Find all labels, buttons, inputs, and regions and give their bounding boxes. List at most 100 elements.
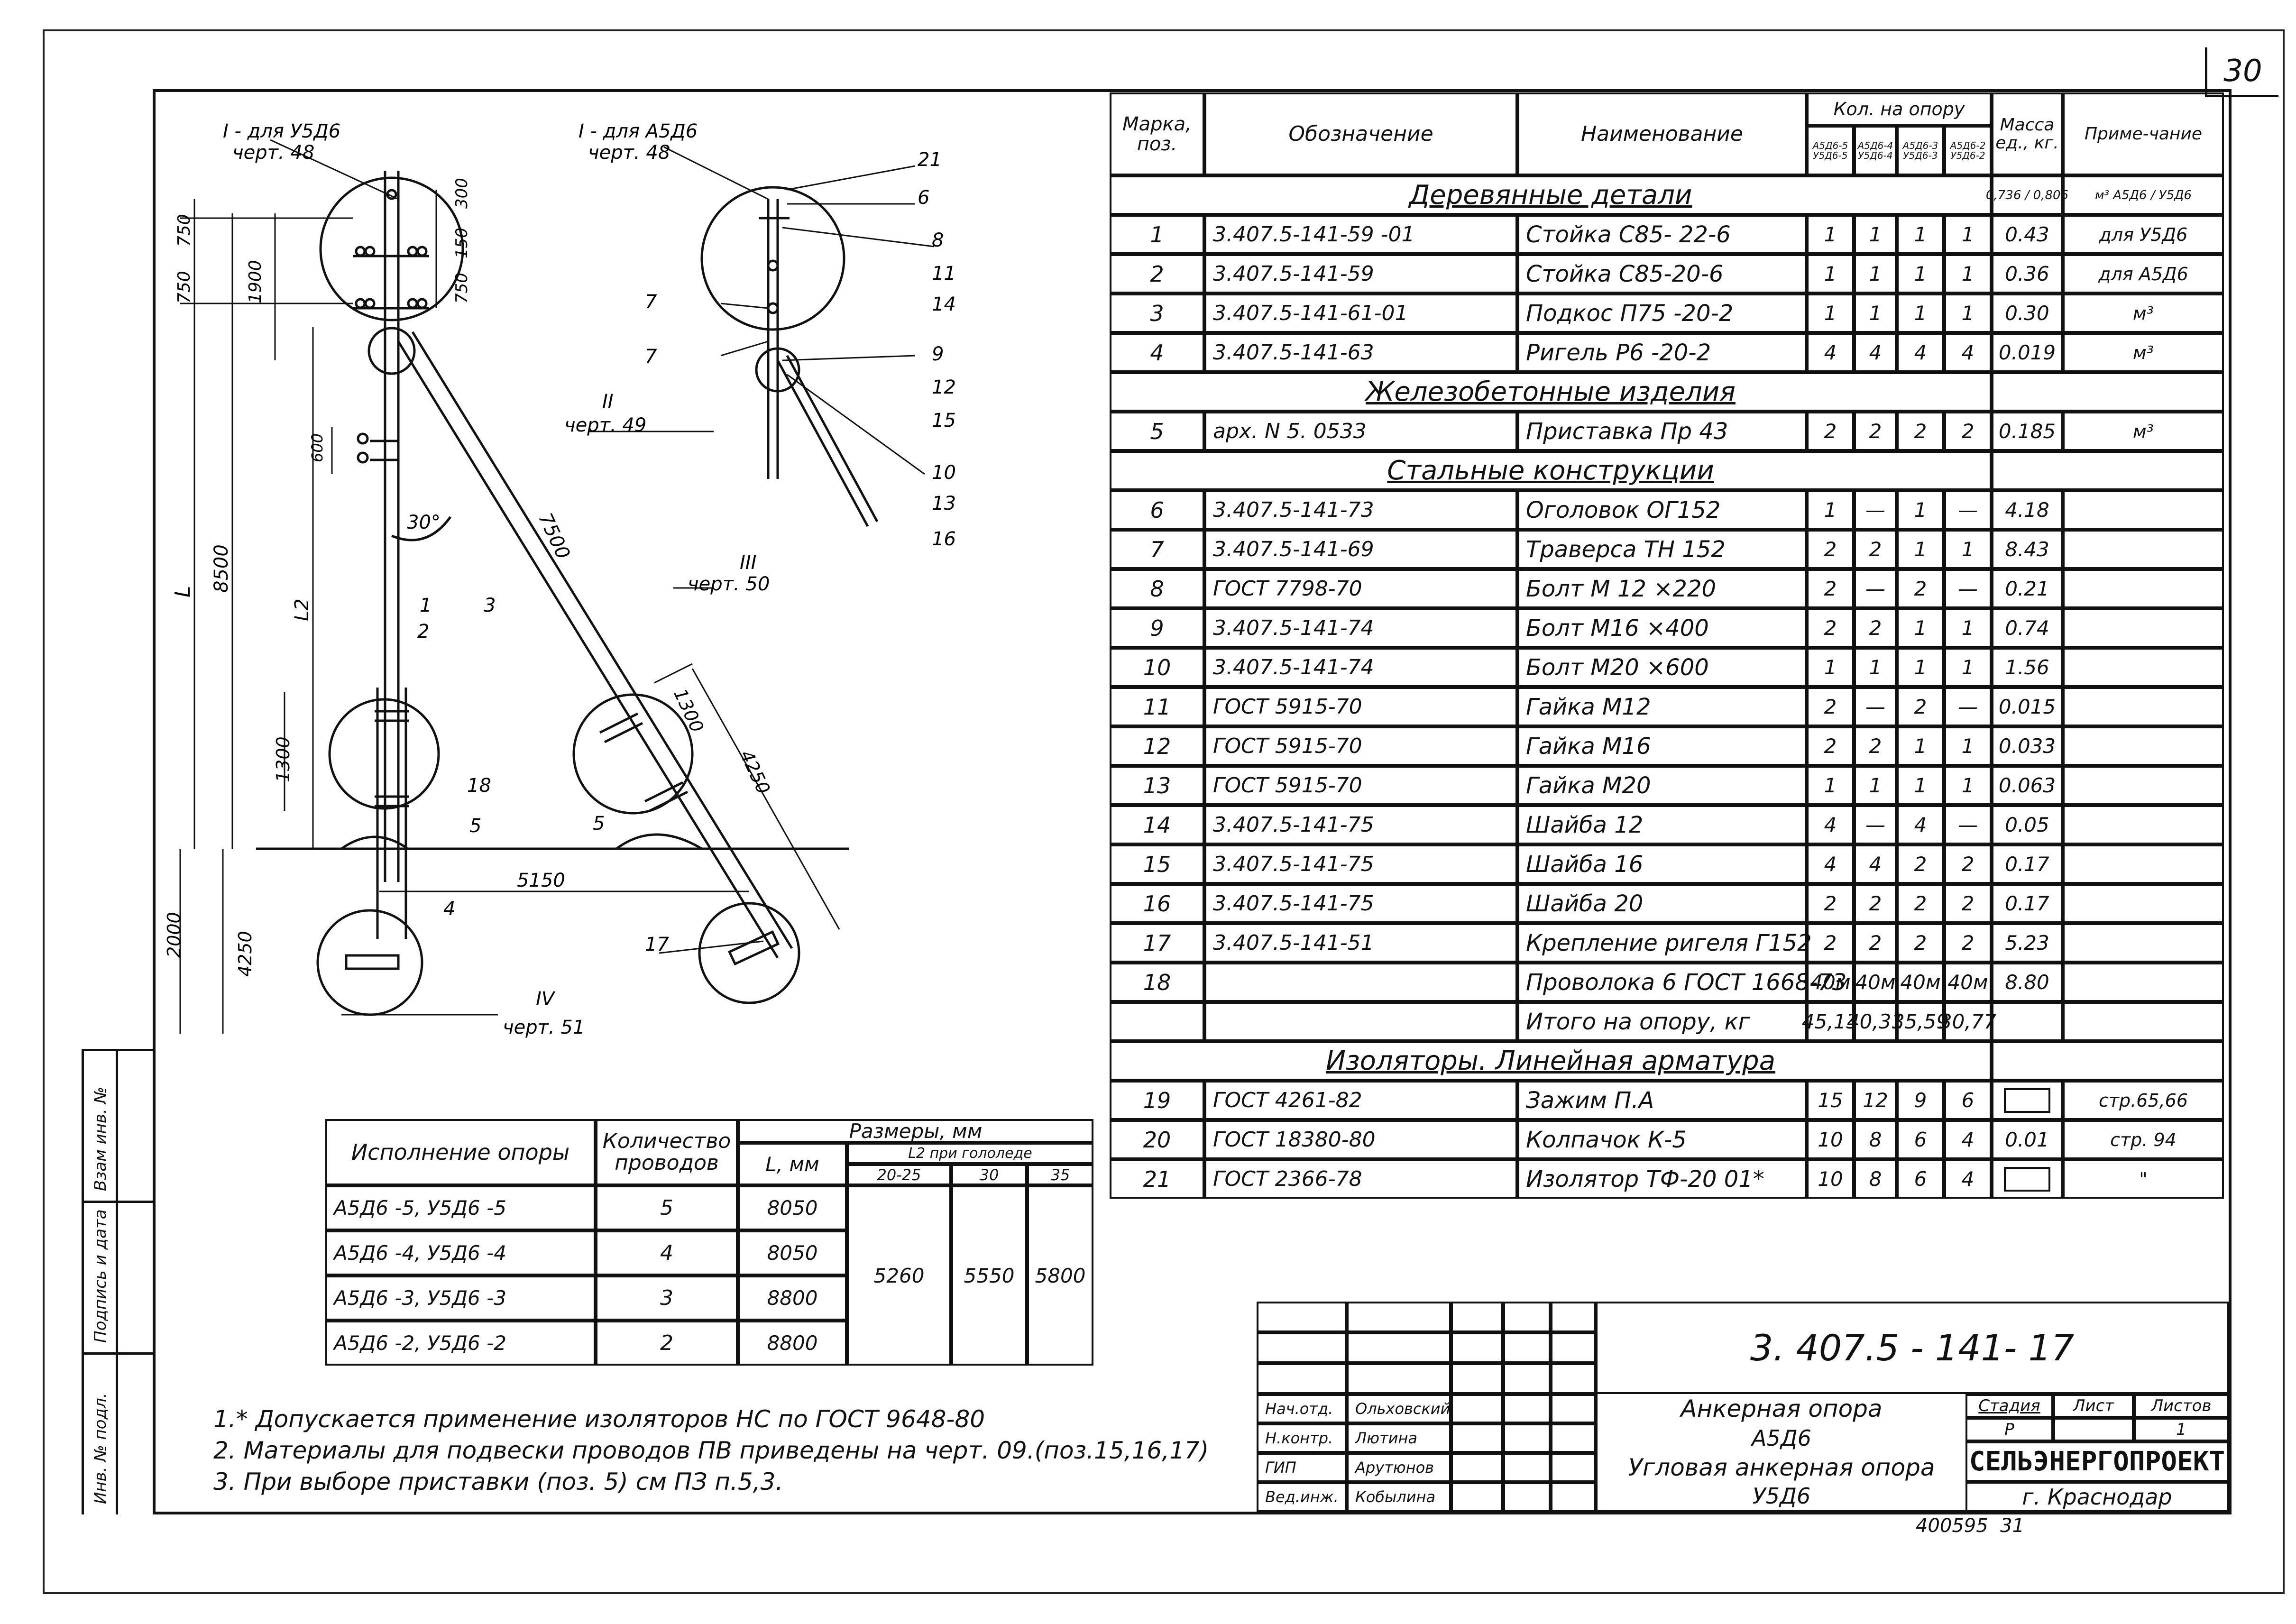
variant-h-L2: L2 при гололеде	[847, 1143, 1093, 1164]
variant-execution: А5Д6 -4, У5Д6 -4	[325, 1230, 596, 1275]
row-designation: ГОСТ 5915-70	[1204, 726, 1517, 766]
row-designation: 3.407.5-141-74	[1204, 608, 1517, 648]
row-qty: 1	[1944, 648, 1992, 687]
row-mass: 0.063	[1992, 766, 2063, 805]
row-note	[2063, 569, 2224, 608]
row-name: Болт М16 ×400	[1517, 608, 1807, 648]
margin-label-replace: Взам инв. №	[91, 1086, 110, 1191]
row-pos: 6	[1110, 490, 1204, 530]
dim-750c: 750	[452, 273, 471, 303]
margin-line	[116, 1049, 118, 1514]
pos-8: 8	[932, 229, 944, 251]
tb-grid-cell	[1257, 1302, 1347, 1332]
variant-h-ice: 20-25	[847, 1164, 951, 1185]
row-designation: ГОСТ 5915-70	[1204, 766, 1517, 805]
row-qty: —	[1944, 490, 1992, 530]
variant-h-ice: 30	[951, 1164, 1027, 1185]
row-qty: 2	[1807, 687, 1854, 726]
row-qty: 1	[1854, 215, 1897, 254]
row-name: Шайба 20	[1517, 884, 1807, 923]
tb-sheet-h: Лист	[2053, 1394, 2134, 1418]
row-qty: 1	[1897, 294, 1944, 333]
row-qty: 2	[1897, 412, 1944, 451]
row-qty: 2	[1897, 923, 1944, 963]
row-qty: 6	[1944, 1081, 1992, 1120]
tb-org: СЕЛЬЭНЕРГОПРОЕКТ	[1965, 1441, 2229, 1482]
pos-12: 12	[932, 376, 956, 398]
tb-sheets: 1	[2134, 1418, 2229, 1441]
row-qty: 40м	[1944, 963, 1992, 1002]
row-qty: 4	[1897, 333, 1944, 372]
row-qty: 4	[1944, 1159, 1992, 1199]
row-designation: 3.407.5-141-59	[1204, 254, 1517, 294]
pos-6: 6	[918, 187, 929, 209]
row-pos: 13	[1110, 766, 1204, 805]
row-designation: 3.407.5-141-75	[1204, 805, 1517, 844]
dim-7500: 7500	[534, 510, 574, 563]
tb-grid-cell	[1551, 1302, 1596, 1332]
row-qty: 9	[1897, 1081, 1944, 1120]
header-qty-col: А5Д6-2 У5Д6-2	[1944, 126, 1992, 175]
tb-name: Арутюнов	[1347, 1453, 1451, 1482]
row-qty: 2	[1944, 412, 1992, 451]
tb-date	[1503, 1482, 1551, 1512]
tb-signature	[1451, 1394, 1503, 1423]
tb-sheets-h: Листов	[2134, 1394, 2229, 1418]
pos-10: 10	[932, 462, 956, 484]
row-designation: ГОСТ 4261-82	[1204, 1081, 1517, 1120]
tb-extra	[1551, 1423, 1596, 1453]
row-designation: 3.407.5-141-75	[1204, 884, 1517, 923]
view1-title: I - для У5Д6	[223, 120, 340, 142]
row-qty: 35,59	[1892, 1002, 1949, 1041]
row-designation: 3.407.5-141-74	[1204, 648, 1517, 687]
node2-label: II	[602, 391, 614, 413]
row-qty: 2	[1854, 530, 1897, 569]
header-qty: Кол. на опору	[1807, 92, 1992, 126]
row-qty: 1	[1854, 766, 1897, 805]
dim-4250a: 4250	[736, 747, 774, 797]
tb-name: Лютина	[1347, 1423, 1451, 1453]
dim-750b: 750	[174, 271, 194, 303]
tb-stage: Р	[1965, 1418, 2053, 1441]
row-note: м³	[2063, 294, 2224, 333]
variant-L2: 5260	[847, 1185, 951, 1366]
row-qty: 2	[1854, 608, 1897, 648]
margin-divider	[82, 1352, 153, 1355]
row-note	[2063, 490, 2224, 530]
row-pos: 16	[1110, 884, 1204, 923]
dim-4250b: 4250	[235, 931, 256, 977]
row-note	[2063, 884, 2224, 923]
section-title: Деревянные детали	[1110, 175, 1992, 215]
row-pos: 4	[1110, 333, 1204, 372]
row-pos	[1110, 1002, 1204, 1041]
row-pos: 20	[1110, 1120, 1204, 1159]
row-designation: 3.407.5-141-69	[1204, 530, 1517, 569]
section-title: Стальные конструкции	[1110, 451, 1992, 490]
pos-16: 16	[932, 528, 956, 550]
tb-code: 3. 407.5 - 141- 17	[1596, 1302, 2229, 1394]
note-2: 2. Материалы для подвески проводов ПВ пр…	[213, 1437, 1209, 1464]
row-mass: 0.01	[1992, 1120, 2063, 1159]
tb-signature	[1451, 1453, 1503, 1482]
row-pos: 5	[1110, 412, 1204, 451]
variant-wires: 4	[596, 1230, 738, 1275]
row-qty: 1	[1944, 726, 1992, 766]
row-qty: 2	[1854, 726, 1897, 766]
tb-date	[1503, 1394, 1551, 1423]
row-note: "	[2063, 1159, 2224, 1199]
row-name: Приставка Пр 43	[1517, 412, 1807, 451]
row-name: Зажим П.А	[1517, 1081, 1807, 1120]
row-note	[2063, 1002, 2224, 1041]
row-qty: 15	[1807, 1081, 1854, 1120]
row-name: Изолятор ТФ-20 01*	[1517, 1159, 1807, 1199]
row-qty: 4	[1807, 844, 1854, 884]
tb-grid-cell	[1551, 1363, 1596, 1394]
variant-L2: 5800	[1027, 1185, 1093, 1366]
row-note: м³	[2063, 412, 2224, 451]
tb-stage-h: Стадия	[1965, 1394, 2053, 1418]
dim-150: 150	[452, 228, 471, 258]
row-name: Стойка С85- 22-6	[1517, 215, 1807, 254]
row-qty: 2	[1807, 569, 1854, 608]
row-qty: 30,77	[1939, 1002, 1996, 1041]
